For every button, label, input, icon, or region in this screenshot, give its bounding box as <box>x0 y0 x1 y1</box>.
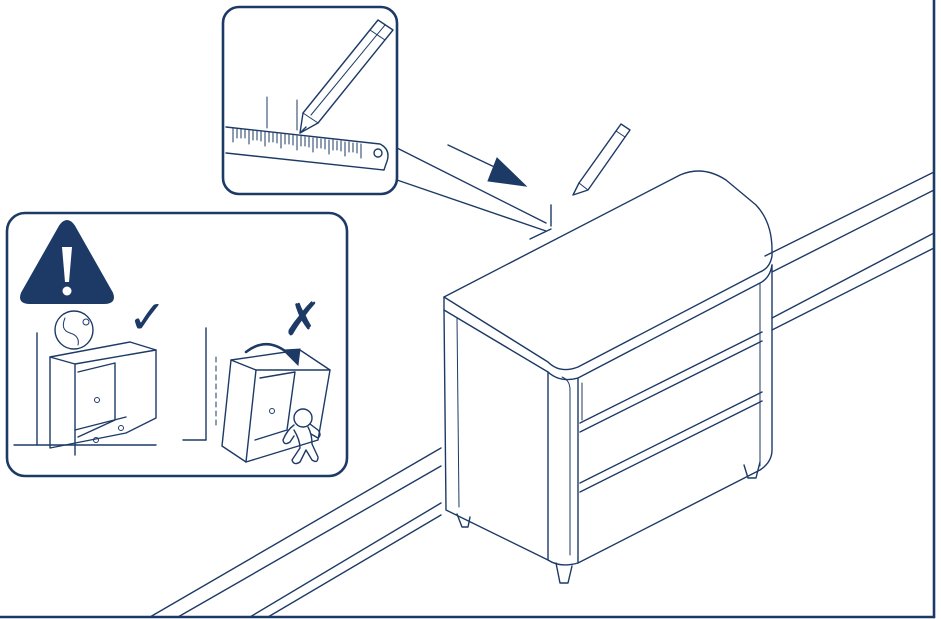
wall-floor-lines <box>150 172 934 617</box>
cross-icon: ✗ <box>283 292 322 346</box>
ruler-detail-inset <box>223 7 546 231</box>
warning-triangle-icon <box>21 221 113 303</box>
pencil-icon <box>573 124 630 195</box>
wall-mark <box>530 205 551 239</box>
chest-of-drawers <box>444 171 772 583</box>
checkmark-icon: ✓ <box>128 290 167 344</box>
tip-over-warning-panel: ✓ ✗ <box>7 213 347 476</box>
ruler-icon <box>226 127 388 170</box>
correct-anchored-scenario: ✓ <box>14 290 167 455</box>
pencil-icon <box>300 20 393 133</box>
incorrect-tipping-scenario: ✗ <box>183 292 330 464</box>
